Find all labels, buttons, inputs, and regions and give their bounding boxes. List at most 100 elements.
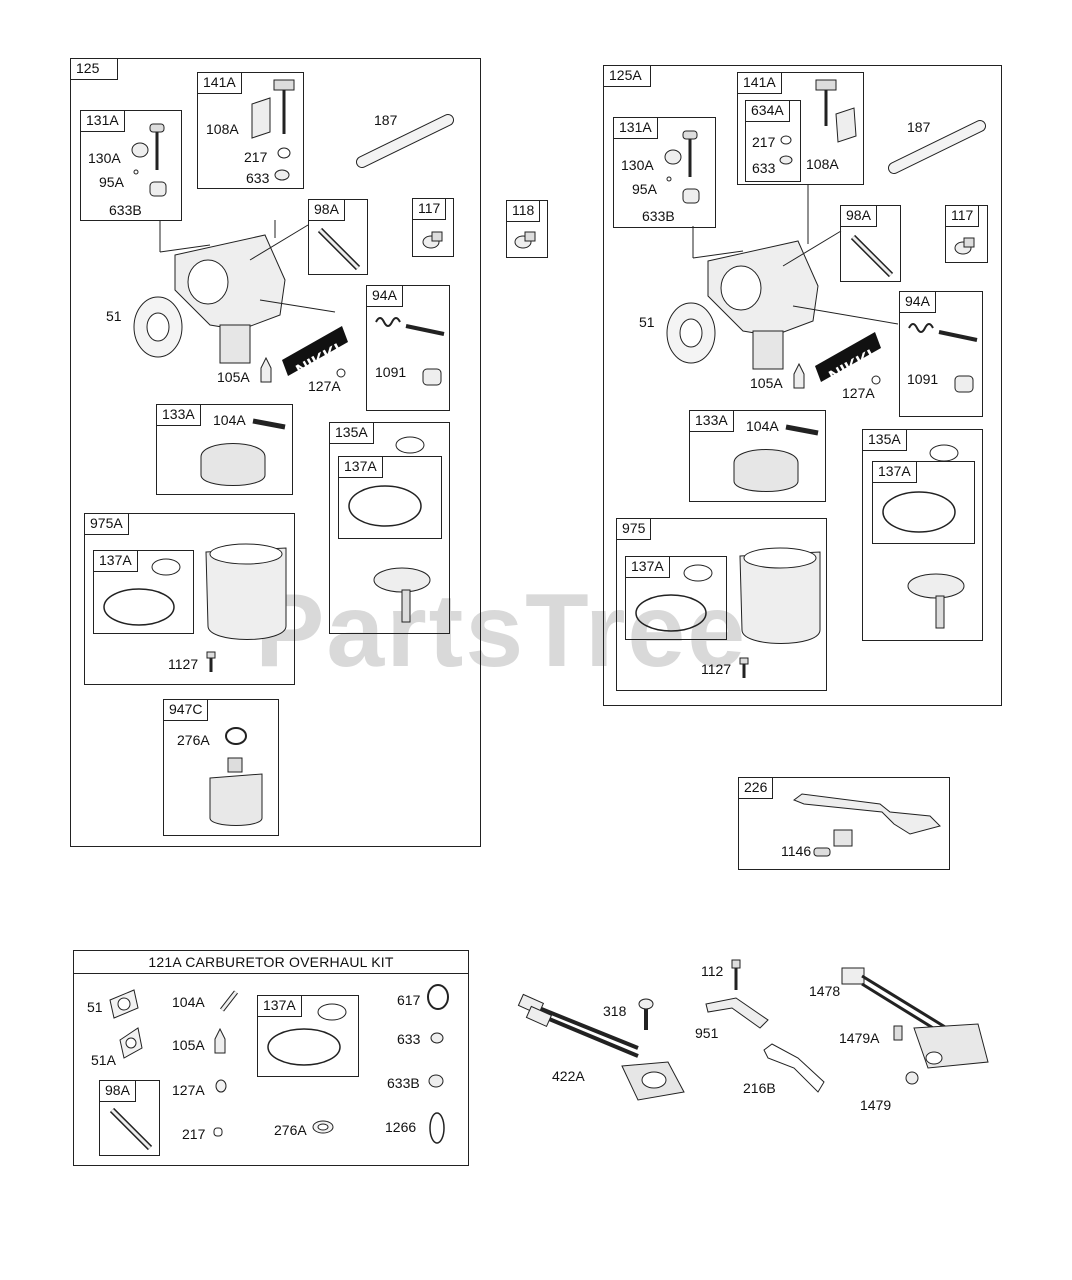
- subkit-117-right: 117: [945, 205, 988, 263]
- gasket-137A-left-a-drawing: [348, 436, 431, 623]
- part-1127-right[interactable]: 1127: [701, 661, 732, 677]
- kit-part-633B[interactable]: 633B: [387, 1075, 420, 1091]
- kit-part-51A[interactable]: 51A: [91, 1052, 116, 1068]
- subkit-634A: 634A: [745, 100, 801, 182]
- part-276A-left[interactable]: 276A: [177, 732, 210, 748]
- subkit-135A-left-tag[interactable]: 135A: [329, 422, 374, 444]
- part-1478[interactable]: 1478: [809, 983, 841, 999]
- subkit-117-left-tag[interactable]: 117: [412, 198, 447, 220]
- subkit-94A-left-tag[interactable]: 94A: [366, 285, 403, 307]
- subkit-975A-tag[interactable]: 975A: [84, 513, 129, 535]
- part-1091-left[interactable]: 1091: [375, 364, 407, 380]
- kit-subkit-137A-tag[interactable]: 137A: [257, 995, 302, 1017]
- part-51-left[interactable]: 51: [106, 308, 122, 324]
- kit-part-127A[interactable]: 127A: [172, 1082, 205, 1098]
- part-633-left[interactable]: 633: [246, 170, 270, 186]
- part-1091-right[interactable]: 1091: [907, 371, 939, 387]
- subkit-135A-left: 135A: [329, 422, 450, 634]
- subkit-634A-tag[interactable]: 634A: [745, 100, 790, 122]
- kit-121A-frame: 121A CARBURETOR OVERHAUL KIT: [73, 950, 469, 1166]
- assembly-125A-tag[interactable]: 125A: [603, 65, 651, 87]
- subkit-131A: 131A: [80, 110, 182, 221]
- subkit-141A-left: 141A: [197, 72, 304, 189]
- subkit-137A-in-135A-left-tag[interactable]: 137A: [338, 456, 383, 478]
- subkit-135A-right-tag[interactable]: 135A: [862, 429, 907, 451]
- kit-part-633[interactable]: 633: [397, 1031, 421, 1047]
- tube-187-left-drawing: [356, 114, 454, 168]
- kit-seat-633-drawing: [430, 1032, 444, 1044]
- part-127A-left[interactable]: 127A: [308, 378, 341, 394]
- subkit-137A-in-135A-right-tag[interactable]: 137A: [872, 461, 917, 483]
- kit-part-104A[interactable]: 104A: [172, 994, 205, 1010]
- subkit-141A-right-tag[interactable]: 141A: [737, 72, 782, 94]
- part-217-right[interactable]: 217: [752, 134, 776, 150]
- subkit-117-left: 117: [412, 198, 454, 257]
- subkit-947C-tag[interactable]: 947C: [163, 699, 209, 721]
- part-633-right[interactable]: 633: [752, 160, 776, 176]
- kit-part-105A[interactable]: 105A: [172, 1037, 205, 1053]
- part-105A-left[interactable]: 105A: [217, 369, 250, 385]
- part-187-right[interactable]: 187: [907, 119, 931, 135]
- subkit-133A-left-tag[interactable]: 133A: [156, 404, 201, 426]
- part-318[interactable]: 318: [603, 1003, 627, 1019]
- part-187-left[interactable]: 187: [374, 112, 398, 128]
- subkit-131A-right-tag[interactable]: 131A: [613, 117, 658, 139]
- kit-part-617[interactable]: 617: [397, 992, 421, 1008]
- subkit-98A-right-tag[interactable]: 98A: [840, 205, 877, 227]
- part-112[interactable]: 112: [701, 963, 724, 979]
- kit-part-276A[interactable]: 276A: [274, 1122, 307, 1138]
- subkit-137A-in-975A-tag[interactable]: 137A: [93, 550, 138, 572]
- kit-subkit-98A-tag[interactable]: 98A: [99, 1080, 136, 1102]
- part-130A[interactable]: 130A: [88, 150, 121, 166]
- part-130A-right[interactable]: 130A: [621, 157, 654, 173]
- part-108A-left[interactable]: 108A: [206, 121, 239, 137]
- part-127A-right[interactable]: 127A: [842, 385, 875, 401]
- kit-part-51[interactable]: 51: [87, 999, 103, 1015]
- kit-part-217[interactable]: 217: [182, 1126, 206, 1142]
- part-1127-left[interactable]: 1127: [168, 656, 199, 672]
- subkit-94A-left: 94A: [366, 285, 450, 411]
- kit-pin-104A-drawing: [220, 990, 238, 1012]
- subkit-975-tag[interactable]: 975: [616, 518, 652, 540]
- part-108A-right[interactable]: 108A: [806, 156, 839, 172]
- part-1479[interactable]: 1479: [860, 1097, 892, 1113]
- float-bracket-right-drawing: [779, 79, 857, 165]
- part-51-right[interactable]: 51: [639, 314, 655, 330]
- subkit-131A-right: 131A: [613, 117, 716, 228]
- assembly-125-tag[interactable]: 125: [70, 58, 118, 80]
- subkit-133A-right-tag[interactable]: 133A: [689, 410, 734, 432]
- subkit-141A-right: 141A: [737, 72, 864, 185]
- subkit-131A-tag[interactable]: 131A: [80, 110, 125, 132]
- part-105A-right[interactable]: 105A: [750, 375, 783, 391]
- kit-clip-217-drawing: [213, 1127, 223, 1137]
- subkit-118-tag[interactable]: 118: [506, 200, 541, 222]
- kit-gasket-51-drawing: [109, 989, 139, 1019]
- part-633B-right[interactable]: 633B: [642, 208, 675, 224]
- part-1146[interactable]: 1146: [781, 843, 812, 859]
- subkit-137A-in-975-tag[interactable]: 137A: [625, 556, 670, 578]
- subkit-141A-left-tag[interactable]: 141A: [197, 72, 242, 94]
- part-1479A[interactable]: 1479A: [839, 1030, 880, 1046]
- kit-spring-98A-drawing: [109, 1107, 153, 1151]
- subkit-98A-left-tag[interactable]: 98A: [308, 199, 345, 221]
- float-bowl-left-drawing: [205, 543, 287, 640]
- part-95A-right[interactable]: 95A: [632, 181, 657, 197]
- spring-94A-right-drawing: [908, 323, 978, 342]
- subkit-133A-left: 133A: [156, 404, 293, 495]
- spring-screw-98A-drawing: [317, 227, 361, 271]
- part-217-left[interactable]: 217: [244, 149, 268, 165]
- lever-951-drawing: [705, 997, 769, 1029]
- plug-117-drawing: [422, 231, 443, 249]
- subkit-117-right-tag[interactable]: 117: [945, 205, 980, 227]
- part-95A[interactable]: 95A: [99, 174, 124, 190]
- part-951[interactable]: 951: [695, 1025, 719, 1041]
- part-422A[interactable]: 422A: [552, 1068, 585, 1084]
- kit-subkit-137A: 137A: [257, 995, 359, 1077]
- part-104A-right[interactable]: 104A: [746, 418, 779, 434]
- part-216B[interactable]: 216B: [743, 1080, 776, 1096]
- part-104A-left[interactable]: 104A: [213, 412, 246, 428]
- subkit-226-tag[interactable]: 226: [738, 777, 774, 799]
- subkit-94A-right-tag[interactable]: 94A: [899, 291, 936, 313]
- part-633B[interactable]: 633B: [109, 202, 142, 218]
- kit-part-1266[interactable]: 1266: [385, 1119, 417, 1135]
